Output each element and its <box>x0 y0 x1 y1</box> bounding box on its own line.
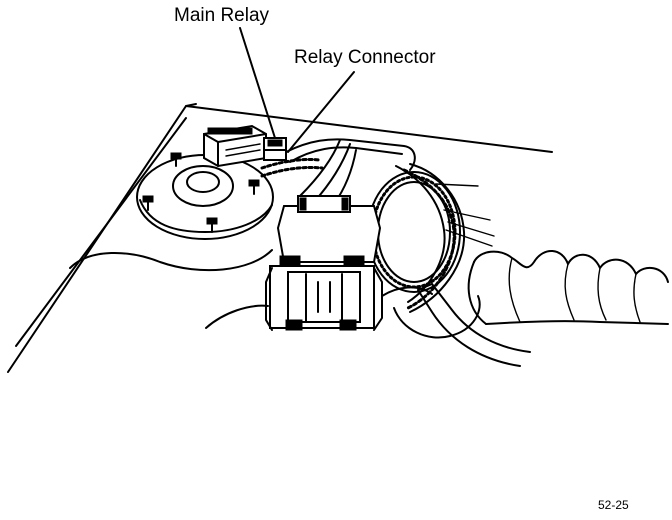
strut-stud <box>248 179 260 195</box>
strut-tower <box>136 152 274 240</box>
relay-connector-leader <box>287 71 355 153</box>
strut-stud <box>142 195 154 211</box>
conduit-ring <box>367 171 461 293</box>
figure-code: 52-25 <box>598 498 629 512</box>
intake-hose <box>467 250 669 325</box>
relay-connector <box>263 137 287 161</box>
main-relay <box>203 124 267 168</box>
relay-connector-label: Relay Connector <box>294 47 436 68</box>
main-relay-leader <box>239 27 276 139</box>
body-panel-outline <box>7 103 553 373</box>
connector-assembly <box>265 195 383 331</box>
bracket-lines <box>435 183 495 247</box>
main-relay-label: Main Relay <box>174 5 270 26</box>
strut-stud <box>170 152 182 167</box>
lower-wires <box>205 283 531 367</box>
strut-stud <box>206 217 218 233</box>
callout-leaders <box>239 27 355 153</box>
